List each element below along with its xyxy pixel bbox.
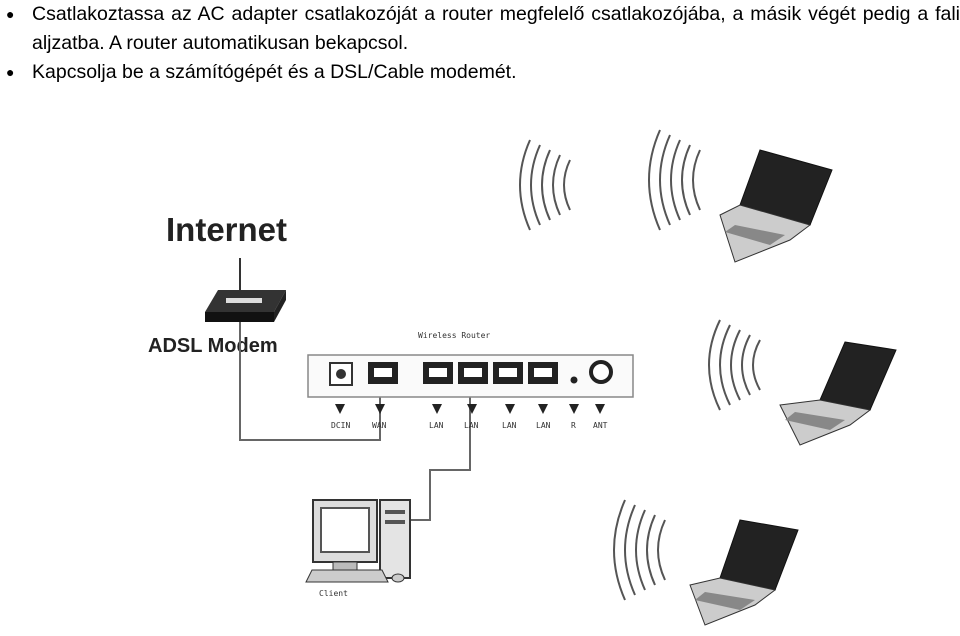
port-label: DCIN [331,421,350,430]
modem-label: ADSL Modem [148,335,278,357]
laptop-icon [719,149,833,263]
port-label: ANT [593,421,608,430]
port-label: R [571,421,576,430]
client-label: Client [319,589,348,598]
instruction-text: Kapcsolja be a számítógépét és a DSL/Cab… [32,61,517,83]
wireless-signal-icon [519,129,761,601]
port-label: LAN [429,421,444,430]
port-label: LAN [536,421,551,430]
router-title: Wireless Router [418,331,490,340]
laptop-icon [779,341,897,446]
instruction-text: Csatlakoztassa az AC adapter csatlakozój… [32,3,960,54]
instruction-item: ● Csatlakoztassa az AC adapter csatlakoz… [0,0,960,58]
port-label: WAN [372,421,387,430]
router-icon [307,354,634,398]
modem-icon [205,258,286,322]
port-label: LAN [464,421,479,430]
laptop-icon [689,519,799,626]
port-arrows [335,404,605,414]
port-label: LAN [502,421,517,430]
desktop-computer-icon [305,499,411,583]
instruction-list: ● Csatlakoztassa az AC adapter csatlakoz… [0,0,960,87]
bullet-icon: ● [6,64,15,80]
instruction-item: ● Kapcsolja be a számítógépét és a DSL/C… [0,58,960,87]
bullet-icon: ● [6,6,15,22]
internet-label: Internet [166,211,287,248]
